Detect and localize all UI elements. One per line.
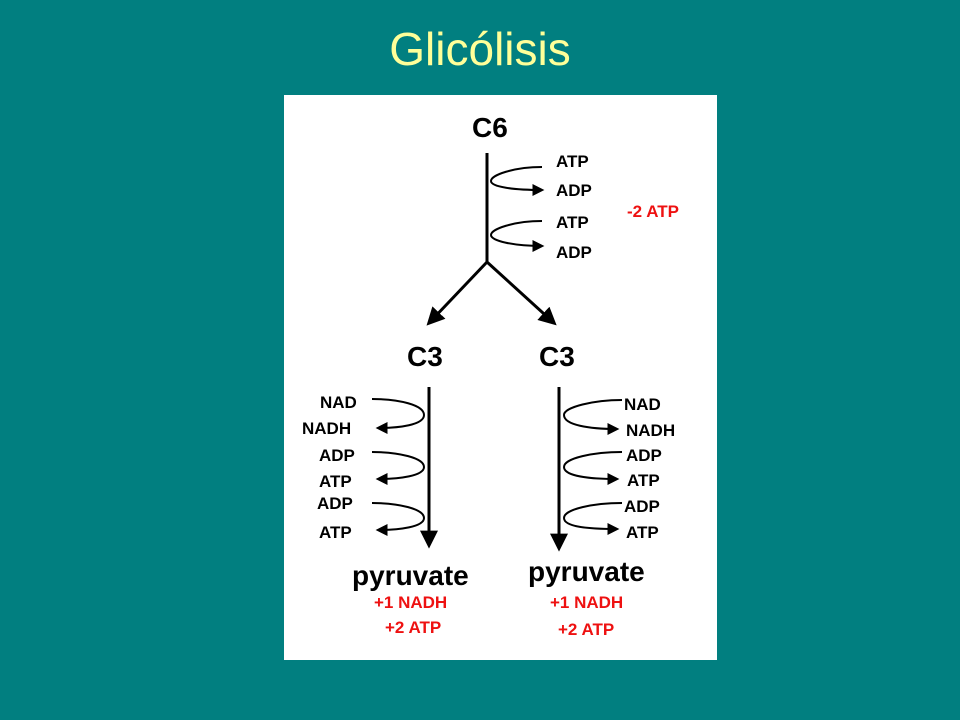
left-curl-arrow <box>371 451 426 485</box>
slide-title: Glicólisis <box>389 23 571 75</box>
left-curl-arrow <box>371 398 426 434</box>
investment-curl-arrow <box>489 220 545 252</box>
yield-right-atp: +2 ATP <box>558 620 614 639</box>
right-step-out: ATP <box>626 523 659 542</box>
left-step-out: ATP <box>319 523 352 542</box>
split-arrow-right <box>485 260 557 326</box>
investment-in: ATP <box>556 213 589 232</box>
investment-curl-arrow <box>489 166 545 196</box>
right-step-in: ADP <box>626 446 662 465</box>
left-step-out: ATP <box>319 472 352 491</box>
left-step-in: NAD <box>320 393 357 412</box>
yield-right-nadh: +1 NADH <box>550 593 623 612</box>
glycolysis-diagram: C6 ATP ADP ATP ADP -2 ATP C3 C3 NAD NADH… <box>284 95 717 660</box>
left-step-in: ADP <box>319 446 355 465</box>
investment-out: ADP <box>556 181 592 200</box>
split-arrow-left <box>426 260 489 326</box>
c3-label-right: C3 <box>539 341 575 372</box>
right-curl-arrow <box>562 502 623 535</box>
right-step-out: ATP <box>627 471 660 490</box>
investment-out: ADP <box>556 243 592 262</box>
investment-in: ATP <box>556 152 589 171</box>
glycolysis-svg: C6 ATP ADP ATP ADP -2 ATP C3 C3 NAD NADH… <box>302 112 679 639</box>
left-step-out: NADH <box>302 419 351 438</box>
yield-left-atp: +2 ATP <box>385 618 441 637</box>
investment-net: -2 ATP <box>627 202 679 221</box>
right-step-in: ADP <box>624 497 660 516</box>
c3-label-left: C3 <box>407 341 443 372</box>
right-curl-arrow <box>562 451 623 485</box>
right-curl-arrow <box>562 399 623 435</box>
product-left: pyruvate <box>352 560 469 591</box>
left-curl-arrow <box>371 502 426 536</box>
c6-label: C6 <box>472 112 508 143</box>
right-step-out: NADH <box>626 421 675 440</box>
right-step-in: NAD <box>624 395 661 414</box>
left-step-in: ADP <box>317 494 353 513</box>
yield-left-nadh: +1 NADH <box>374 593 447 612</box>
product-right: pyruvate <box>528 556 645 587</box>
